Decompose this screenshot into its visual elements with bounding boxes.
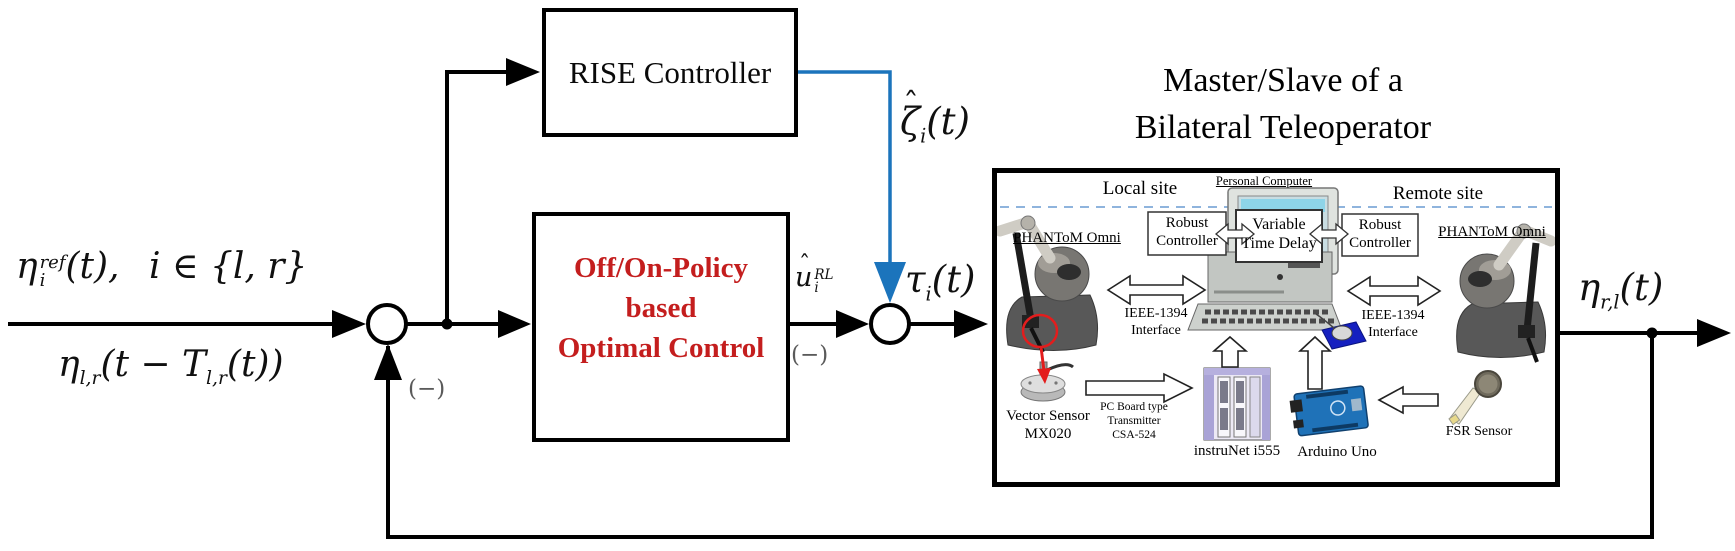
summing-junction-2 <box>869 303 911 345</box>
arduino-label: Arduino Uno <box>1297 444 1377 460</box>
zeta-line <box>798 70 892 264</box>
branch-dot-1 <box>441 318 453 330</box>
pc-board-transmitter-label: PC Board type Transmitter CSA-524 <box>1100 401 1168 441</box>
arrow-output <box>1697 319 1731 347</box>
plant-title: Master/Slave of a Bilateral Teleoperator <box>1058 58 1508 152</box>
vector-sensor-label: Vector Sensor MX020 <box>1006 408 1090 442</box>
plant-illustration <box>994 187 1557 441</box>
fsr-sensor-image <box>1448 370 1502 426</box>
optimal-line3: Optimal Control <box>557 332 765 364</box>
personal-computer-label: Personal Computer <box>1215 174 1313 188</box>
red-pointer-arrow <box>1037 346 1051 384</box>
robust-controller-left-box <box>1147 211 1227 256</box>
fsr-sensor-label: FSR Sensor <box>1445 424 1513 439</box>
optimal-line2: based <box>625 291 697 324</box>
ieee-interface-left-label: IEEE-1394 Interface <box>1124 306 1188 338</box>
arduino-image <box>1289 385 1369 437</box>
plant-title-line2: Bilateral Teleoperator <box>1134 108 1432 146</box>
double-arrow-ieee-right <box>1346 275 1442 307</box>
arrow-into-optimal <box>498 310 531 338</box>
arrow-into-plant <box>954 310 988 338</box>
zeta-arrowhead <box>874 262 906 303</box>
phantom-omni-left-label: PHANToM Omni <box>1013 230 1121 246</box>
robust-controller-left-label: Robust Controller <box>1156 215 1218 249</box>
arrowheads <box>332 58 1731 380</box>
delayed-signal-label: ηl,r(t − Tl,r(t)) <box>58 344 284 390</box>
ieee-interface-right-label: IEEE-1394 Interface <box>1361 308 1425 340</box>
arrow-feedback-up <box>374 344 402 380</box>
local-site-label: Local site <box>1102 178 1178 199</box>
rise-controller-label: RISE Controller <box>568 54 772 90</box>
optimal-control-block: Off/On-Policy based Optimal Control <box>532 212 790 442</box>
up-arrow-arduino <box>1297 335 1333 390</box>
arrow-into-sum1 <box>332 310 366 338</box>
instrunet-label: instruNet i555 <box>1193 443 1281 459</box>
output-signal-label: ηr,l(t) <box>1578 266 1664 314</box>
robust-controller-right-label: Robust Controller <box>1349 217 1411 251</box>
plant-title-line1: Master/Slave of a <box>1163 62 1403 99</box>
branch-dot-output <box>1646 327 1658 339</box>
summing-junction-1 <box>366 303 408 345</box>
optimal-line1: Off/On-Policy <box>574 251 748 284</box>
double-arrow-rc-left-vtd <box>1214 222 1256 246</box>
tau-signal-label: τi(t) <box>905 258 976 306</box>
sum2-minus-sign: (−) <box>791 342 829 368</box>
arrow-into-sum2 <box>836 310 869 338</box>
remote-site-label: Remote site <box>1392 183 1484 204</box>
arrow-sensor-to-instrunet <box>1085 372 1194 404</box>
signal-lines <box>8 70 1697 539</box>
arrow-into-rise <box>506 58 540 86</box>
phantom-omni-left-image <box>994 215 1098 353</box>
rise-feedforward-blue <box>798 70 906 303</box>
double-arrow-ieee-left <box>1106 274 1207 306</box>
phantom-omni-right-label: PHANToM Omni <box>1438 224 1546 240</box>
optimal-control-label: Off/On-Policy based Optimal Control <box>536 216 786 438</box>
mouse <box>1331 325 1353 341</box>
arrow-fsr-to-arduino <box>1377 385 1439 415</box>
branch-to-rise-line <box>445 70 506 324</box>
instrunet-image <box>1203 367 1271 441</box>
red-highlight-circle <box>1021 313 1059 349</box>
up-arrow-instrunet <box>1211 335 1249 368</box>
feedback-line <box>386 333 1654 539</box>
rise-controller-block: RISE Controller <box>542 8 798 137</box>
sum1-minus-sign: (−) <box>408 376 446 402</box>
double-arrow-vtd-rc-right <box>1308 222 1350 246</box>
phantom-omni-right-image <box>1456 223 1557 363</box>
robust-controller-right-box <box>1341 213 1419 257</box>
plant-block <box>992 168 1560 487</box>
variable-time-delay-label: Variable Time Delay <box>1241 216 1317 252</box>
